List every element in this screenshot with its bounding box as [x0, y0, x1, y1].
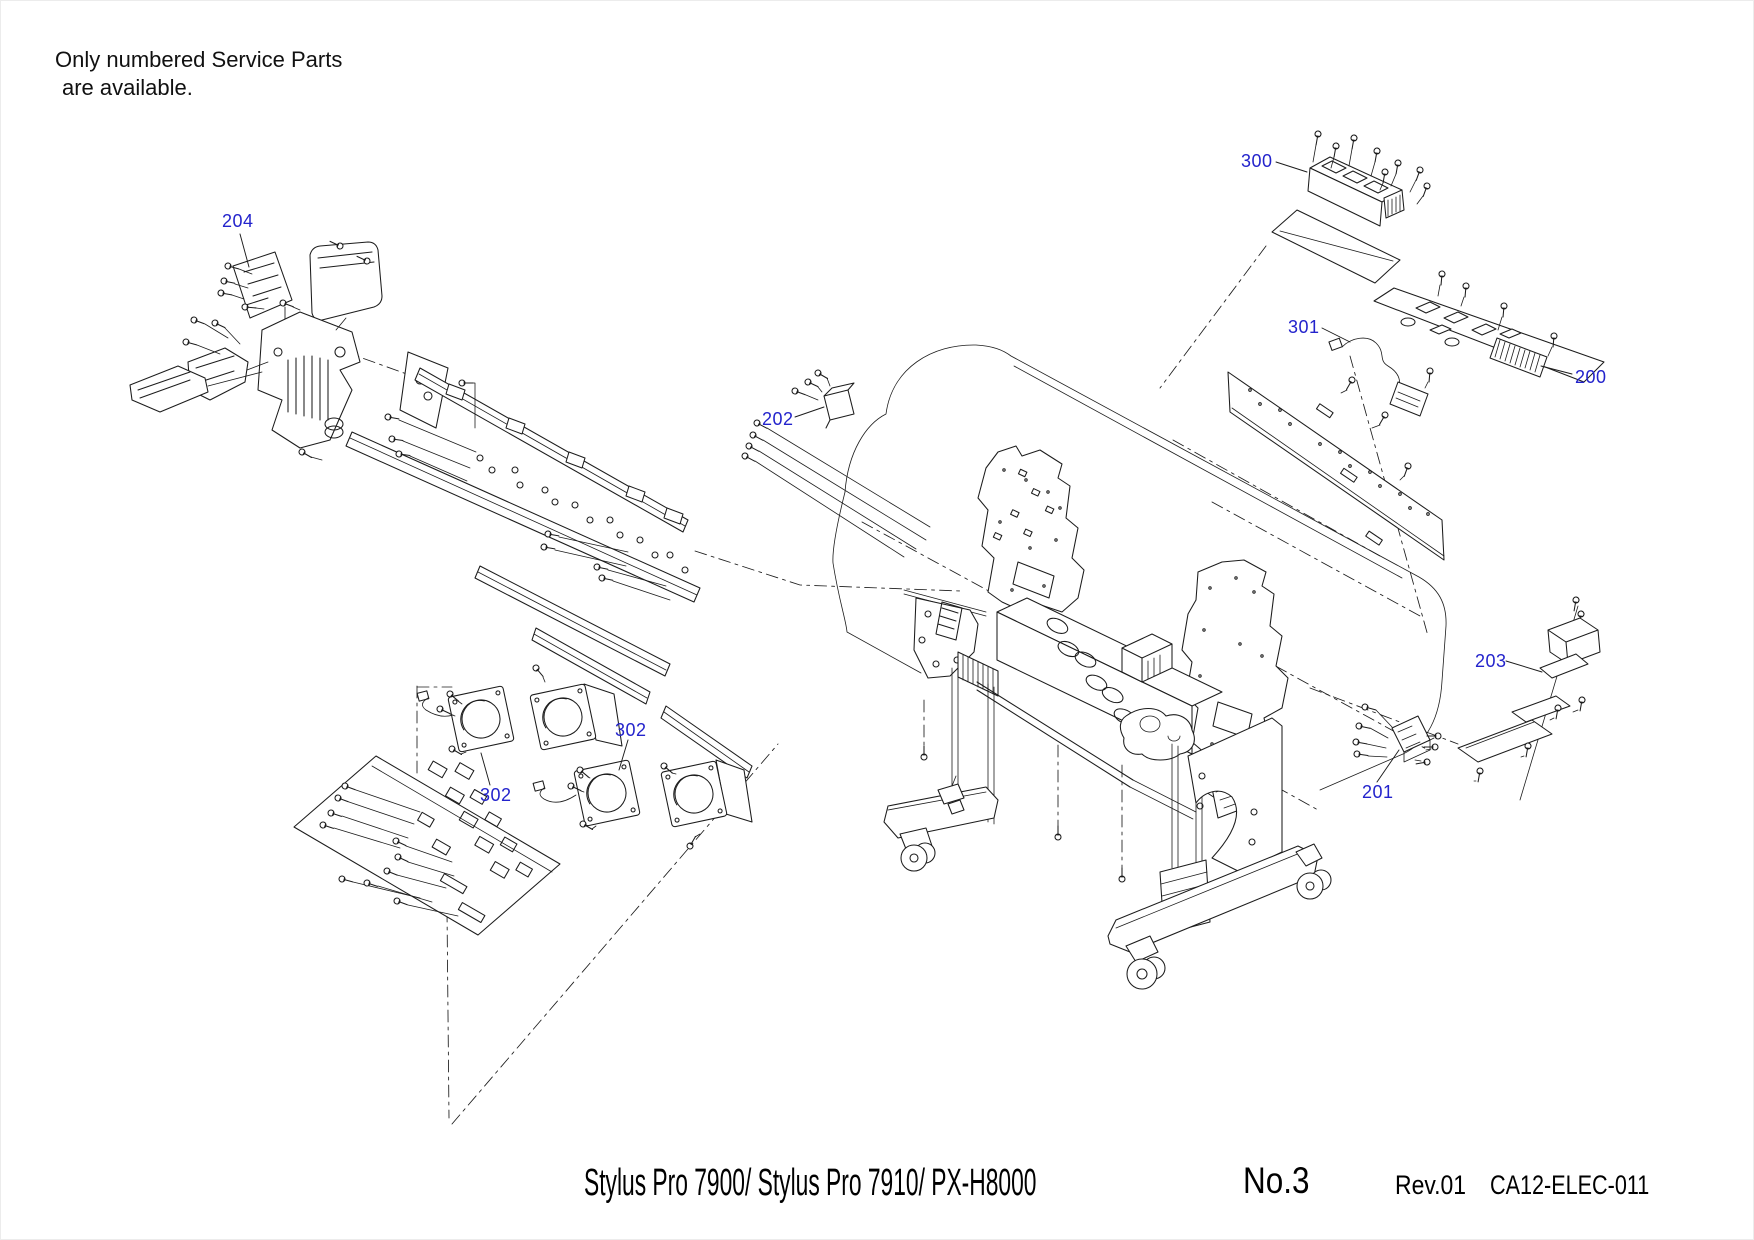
- callout-201: 201: [1362, 782, 1394, 802]
- callout-203: 203: [1475, 651, 1507, 671]
- board-mount-plate: [1227, 371, 1445, 561]
- board-201-group: [1351, 702, 1442, 768]
- callout-302-lower: 302: [480, 785, 512, 805]
- callout-200: 200: [1575, 367, 1607, 387]
- note-line-1: Only numbered Service Parts: [55, 47, 343, 72]
- main-board-200-group: [1373, 270, 1605, 383]
- main-beam: [957, 597, 1223, 761]
- callout-302-upper: 302: [615, 720, 647, 740]
- callout-leaders: [239, 161, 1573, 786]
- callout-204: 204: [222, 211, 254, 231]
- stand-assembly: [883, 667, 1332, 990]
- callout-301: 301: [1288, 317, 1320, 337]
- cable-301-group: [1328, 337, 1434, 417]
- feed-rail-assembly: [345, 351, 701, 603]
- bracket-202-group: [740, 368, 931, 558]
- note-only-numbered-parts: Only numbered Service Parts are availabl…: [55, 46, 342, 102]
- fan-302-group: [416, 565, 753, 851]
- callout-300: 300: [1241, 151, 1273, 171]
- printer-body-outline: [832, 344, 1447, 791]
- power-supply-300-group: [1271, 129, 1432, 284]
- sensor-203-group: [1457, 595, 1601, 801]
- callout-202: 202: [762, 409, 794, 429]
- sub-board-assembly: [293, 755, 561, 936]
- assembly-204-group: [129, 238, 383, 461]
- chassis-left-plate: [977, 445, 1085, 613]
- note-line-2: are available.: [62, 75, 193, 100]
